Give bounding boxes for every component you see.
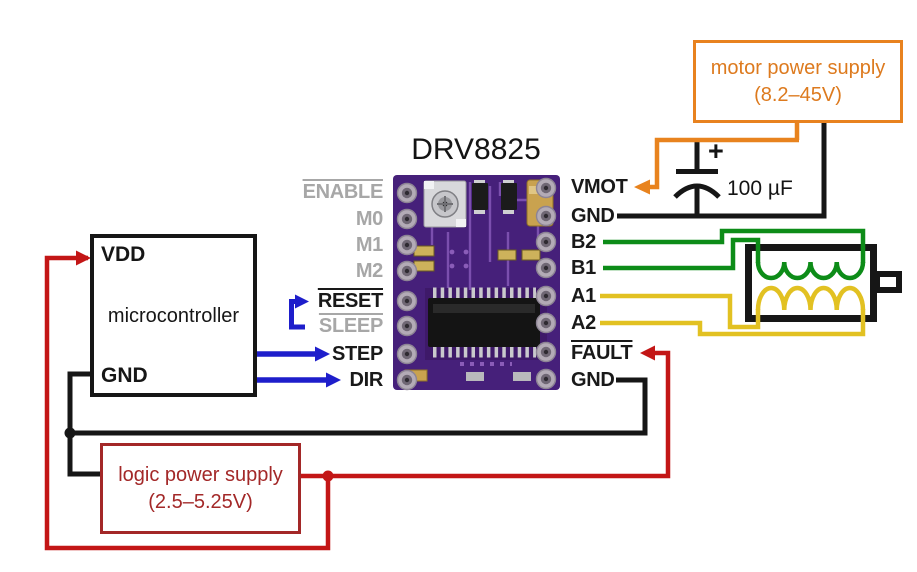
driver-ic-chip <box>428 287 540 358</box>
control-wires <box>257 294 341 388</box>
pin-label-dir: DIR <box>349 369 383 391</box>
motor-power-supply-box: motor power supply (8.2–45V) <box>693 40 903 123</box>
logic-power-supply-box: logic power supply (2.5–5.25V) <box>100 443 301 534</box>
pin-label-b2: B2 <box>571 231 596 253</box>
pin-label-gnd-top: GND <box>571 205 615 227</box>
mcu-gnd-label: GND <box>101 364 148 387</box>
wire-a2 <box>600 309 866 337</box>
logic-psu-line2: (2.5–5.25V) <box>148 490 253 513</box>
smd-transistor <box>472 180 488 214</box>
board-via <box>463 249 469 255</box>
smd-resistor <box>497 249 517 261</box>
pin-label-a2: A2 <box>571 312 596 334</box>
board-via <box>449 263 455 269</box>
motor-coil-b <box>755 261 866 281</box>
drv8825-board-photo <box>393 175 560 391</box>
mcu-vdd-label: VDD <box>101 243 146 266</box>
pin-label-sleep: SLEEP <box>318 315 383 337</box>
arrow-into-vdd-icon <box>76 250 91 266</box>
pin-label-enable: ENABLE <box>302 181 384 203</box>
arrow-into-reset-icon <box>295 294 309 309</box>
wire-b1 <box>603 237 761 271</box>
wire-a1 <box>600 293 761 330</box>
motor-shaft <box>874 271 902 293</box>
microcontroller-box: VDD microcontroller GND <box>90 234 257 397</box>
motor-psu-line2: (8.2–45V) <box>754 83 842 106</box>
coil-b-wires <box>603 228 866 281</box>
board-via <box>463 263 469 269</box>
logic-power-wires <box>44 250 671 551</box>
pin-label-step: STEP <box>331 343 383 365</box>
pin-label-b1: B1 <box>571 257 596 279</box>
pin-label-vmot: VMOT <box>571 176 628 198</box>
pin-label-m2: M2 <box>355 260 383 282</box>
stepper-motor-symbol <box>745 244 902 322</box>
pin-label-fault: FAULT <box>571 342 633 364</box>
junction-dot-logic-supply <box>322 470 334 482</box>
wire-gnd-to-motor-supply <box>617 122 827 219</box>
board-via <box>449 249 455 255</box>
logic-psu-line1: logic power supply <box>118 463 283 486</box>
arrow-into-dir-icon <box>326 372 341 388</box>
smd-resistor <box>413 245 435 257</box>
wire-gnd-bus-to-driver-gnd <box>70 377 648 436</box>
mcu-name-label: microcontroller <box>107 304 240 327</box>
electrolytic-capacitor <box>673 140 721 215</box>
arrow-into-fault-icon <box>640 345 655 361</box>
ground-wires <box>67 122 827 477</box>
smd-transistor <box>501 180 517 214</box>
motor-coil-a <box>755 285 866 311</box>
capacitor-polarity-label: + <box>708 136 724 166</box>
drv8825-title: DRV8825 <box>411 133 541 166</box>
wire-b2 <box>603 228 866 263</box>
current-limit-potentiometer <box>423 180 467 228</box>
pin-label-m0: M0 <box>355 208 383 230</box>
wire-mcu-gnd-to-logic-supply <box>67 371 102 477</box>
smd-resistor <box>521 249 541 261</box>
capacitor-value-label: 100 µF <box>727 177 793 200</box>
junction-dot-gnd <box>64 427 76 439</box>
wire-reset-sleep-bridge <box>289 299 305 330</box>
pin-label-reset: RESET <box>317 290 383 312</box>
wire-logic-supply-to-vdd <box>44 255 331 551</box>
smd-component <box>513 372 531 381</box>
coil-a-wires <box>600 285 866 337</box>
smd-component <box>466 372 484 381</box>
wire-motor-supply-to-vmot <box>645 122 800 190</box>
pin-label-a1: A1 <box>571 285 596 307</box>
pin-label-gnd-bottom: GND <box>571 369 615 391</box>
vmot-wire <box>634 122 800 195</box>
capacitor-bottom-plate <box>673 183 721 199</box>
arrow-into-step-icon <box>315 346 330 362</box>
wire-logic-supply-to-fault <box>300 350 671 479</box>
arrow-into-vmot-icon <box>634 179 650 195</box>
pin-label-m1: M1 <box>355 234 383 256</box>
motor-psu-line1: motor power supply <box>710 56 886 79</box>
